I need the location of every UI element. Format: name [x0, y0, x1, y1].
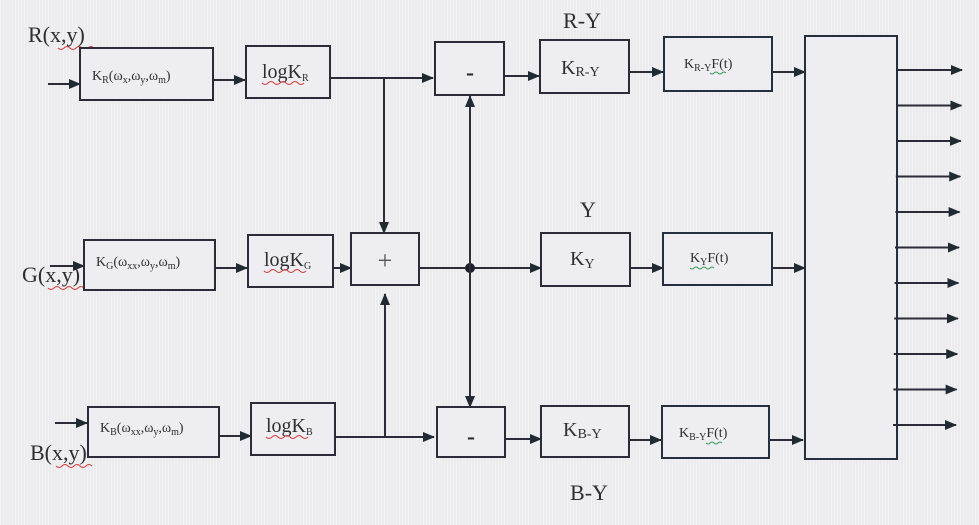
channel-label-ry: R-Y	[563, 8, 601, 33]
gain-block-y: KY	[540, 232, 631, 287]
svg-text:KR-Y: KR-Y	[561, 57, 600, 80]
svg-text:KB-YF(t): KB-YF(t)	[679, 426, 728, 443]
log-block-g: logKG	[247, 234, 334, 288]
svg-text:KY: KY	[570, 248, 595, 272]
sum-block: +	[350, 232, 420, 286]
svg-text:KB(ωxx,ωy,ωm): KB(ωxx,ωy,ωm)	[100, 421, 184, 438]
svg-text:-: -	[466, 60, 474, 86]
spellcheck-underline	[55, 464, 93, 468]
output-arrows	[893, 65, 963, 430]
log-block-r: logKR	[245, 45, 331, 99]
svg-text:logKG: logKG	[264, 249, 311, 272]
channel-label-by: B-Y	[570, 480, 608, 505]
svg-text:KYF(t): KYF(t)	[690, 251, 729, 268]
gain-block-by: KB-Y	[540, 405, 630, 458]
log-block-b: logKB	[250, 402, 336, 456]
input-label-r: R(x,y)	[28, 22, 85, 47]
time-filter-block-y: KYF(t)	[662, 232, 773, 286]
gain-block-ry: KR-Y	[539, 39, 630, 94]
input-label-b: B(x,y)	[30, 440, 87, 465]
svg-text:KB-Y: KB-Y	[563, 419, 602, 442]
svg-text:-: -	[467, 424, 475, 450]
svg-text:KG(ωxx,ωy,ωm): KG(ωxx,ωy,ωm)	[96, 255, 180, 272]
svg-text:KR(ωx,ωy,ωm): KR(ωx,ωy,ωm)	[92, 69, 171, 86]
filter-block-r: KR(ωx,ωy,ωm)	[79, 47, 214, 101]
time-filter-block-by: KB-YF(t)	[661, 405, 770, 459]
filter-block-b: KB(ωxx,ωy,ωm)	[87, 406, 220, 458]
svg-text:KR-YF(t): KR-YF(t)	[684, 57, 733, 74]
filter-block-g: KG(ωxx,ωy,ωm)	[83, 239, 216, 291]
time-filter-block-ry: KR-YF(t)	[663, 36, 773, 92]
minus-block-top: -	[434, 41, 505, 96]
spellcheck-underline	[47, 286, 85, 290]
minus-block-bottom: -	[436, 406, 506, 458]
channel-label-y: Y	[580, 197, 596, 222]
svg-text:logKB: logKB	[266, 415, 313, 438]
svg-text:+: +	[378, 246, 393, 275]
svg-text:logKR: logKR	[262, 61, 309, 84]
output-block	[804, 35, 898, 460]
